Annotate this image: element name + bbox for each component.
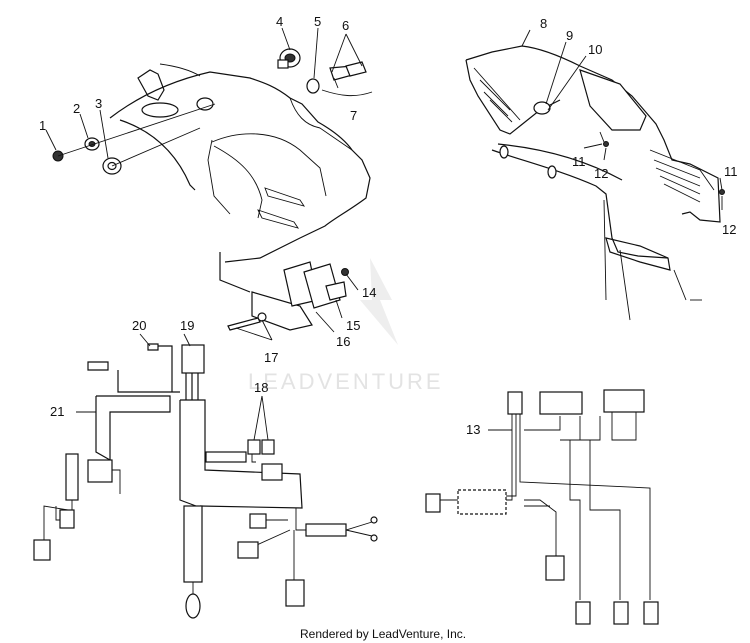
- callout-6: 6: [342, 18, 349, 33]
- credit-line: Rendered by LeadVenture, Inc.: [300, 627, 466, 641]
- callout-10: 10: [588, 42, 602, 57]
- callout-5: 5: [314, 14, 321, 29]
- watermark-text: LEADVENTURE: [248, 369, 444, 394]
- callout-20: 20: [132, 318, 146, 333]
- bulb-socket-6: [329, 61, 367, 89]
- ring-5: [306, 78, 320, 94]
- callout-numbers: 1 2 3 4 5 6 7 8 9 10 11 11 12 12 13 14 1…: [39, 14, 738, 437]
- callout-13: 13: [466, 422, 480, 437]
- callout-2: 2: [73, 101, 80, 116]
- callout-7: 7: [350, 108, 357, 123]
- callout-21: 21: [50, 404, 64, 419]
- callout-leaders: [45, 27, 723, 441]
- callout-18: 18: [254, 380, 268, 395]
- light-harness-13: [425, 389, 659, 625]
- hood-assembly: [465, 45, 725, 321]
- callout-17: 17: [264, 350, 278, 365]
- callout-19: 19: [180, 318, 194, 333]
- watermark-logo: [360, 258, 398, 345]
- callout-1: 1: [39, 118, 46, 133]
- callout-11-right: 11: [724, 164, 738, 179]
- switch-bracket-assembly: [219, 252, 349, 331]
- bracket-7: [321, 89, 373, 97]
- switch-4: [277, 48, 301, 69]
- assembly-line-2: [111, 127, 201, 167]
- callout-4: 4: [276, 14, 283, 29]
- main-wiring-harness: [33, 343, 378, 619]
- washer-2: [84, 137, 100, 151]
- callout-3: 3: [95, 96, 102, 111]
- front-fender-assembly: [109, 63, 371, 263]
- callout-15: 15: [346, 318, 360, 333]
- callout-11-left: 11: [572, 154, 586, 169]
- callout-12-right: 12: [722, 222, 736, 237]
- callout-8: 8: [540, 16, 547, 31]
- callout-14: 14: [362, 285, 376, 300]
- callout-16: 16: [336, 334, 350, 349]
- callout-9: 9: [566, 28, 573, 43]
- callout-12-left: 12: [594, 166, 608, 181]
- assembly-line-1: [57, 103, 216, 157]
